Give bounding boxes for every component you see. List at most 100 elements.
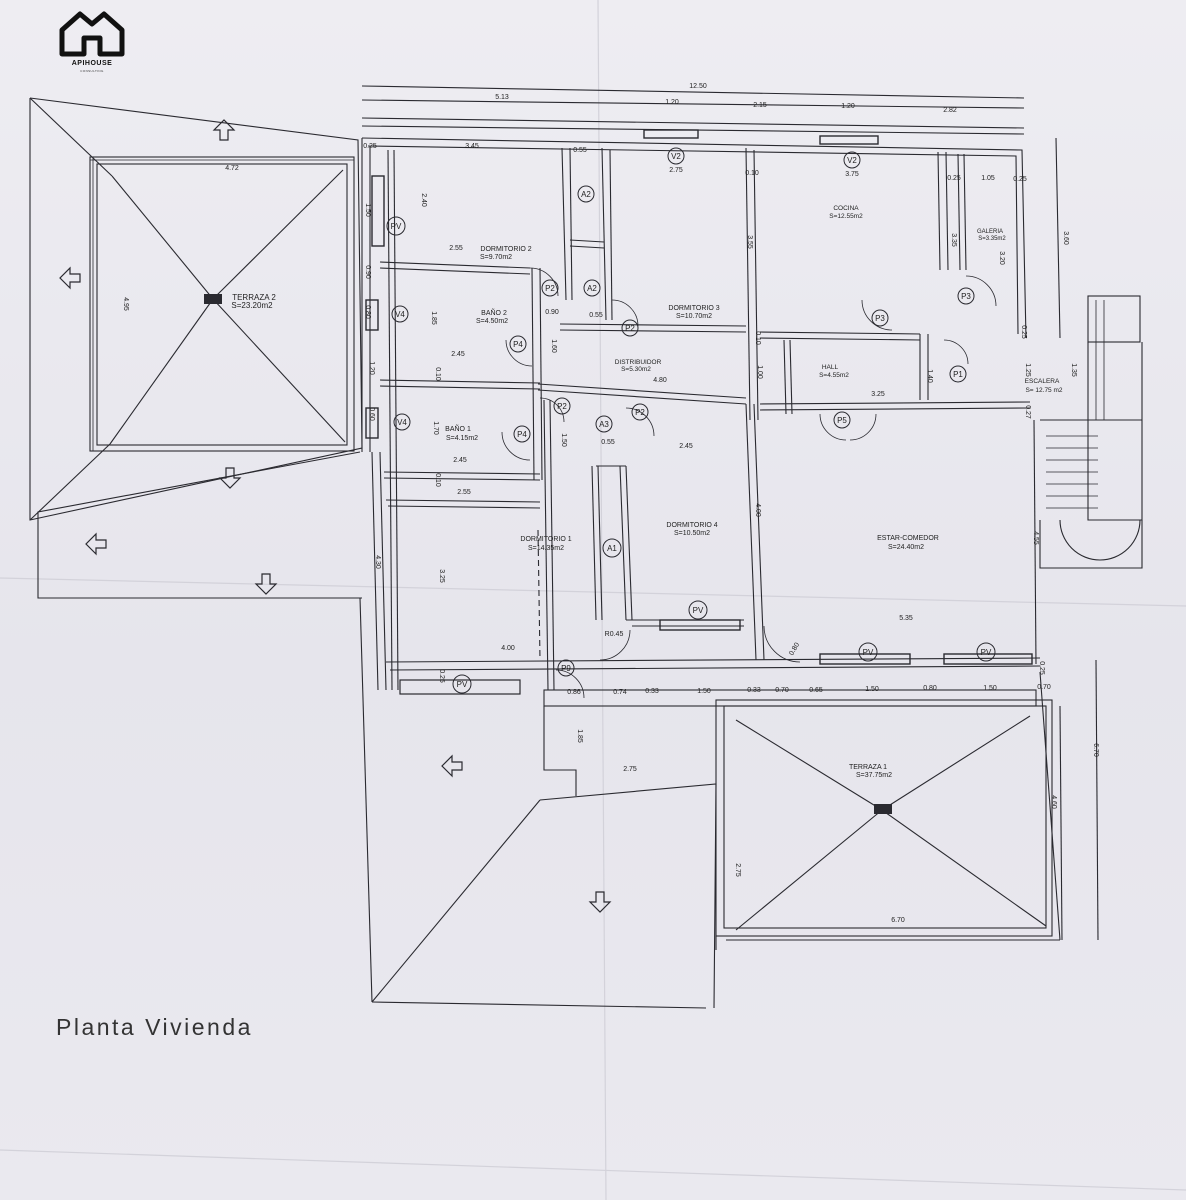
- tag-p3-label: P3: [961, 292, 971, 301]
- dimension-label: 1.50: [865, 686, 879, 693]
- tag-p4: [509, 335, 527, 353]
- dimension-label: 3.60: [1062, 231, 1069, 245]
- dimension-label: 2.45: [451, 351, 465, 358]
- dimension-label: 0.27: [1024, 405, 1031, 419]
- room-hall-area: S=4.55m2: [819, 372, 849, 379]
- dimension-label: 3.25: [438, 569, 445, 583]
- dimension-label: 0.25: [438, 669, 445, 683]
- dimension-label: 2.15: [753, 102, 767, 109]
- dimension-label: 1.60: [550, 339, 557, 353]
- tag-a2: [583, 279, 601, 297]
- tag-p2: [621, 319, 639, 337]
- dimension-label: 1.85: [430, 311, 437, 325]
- apihouse-logo: APIHOUSE CONSULTING: [50, 8, 134, 74]
- tag-v4: [393, 413, 411, 431]
- dimension-label: 6.70: [891, 917, 905, 924]
- dimension-label: 2.75: [734, 863, 741, 877]
- dimension-label: 0.90: [364, 265, 371, 279]
- dimension-label: 3.75: [845, 171, 859, 178]
- room-estar-area: S=24.40m2: [888, 544, 924, 551]
- tag-pv: [452, 674, 472, 694]
- room-dormitorio3-name: DORMITORIO 3: [668, 305, 719, 312]
- room-terraza2-area: S=23.20m2: [231, 301, 273, 310]
- tag-pv-label: PV: [457, 680, 468, 689]
- dimension-label: 2.82: [943, 107, 957, 114]
- room-terraza1-name: TERRAZA 1: [849, 764, 887, 771]
- dimension-label: 4.80: [653, 377, 667, 384]
- arrow-down-icon: [218, 467, 242, 489]
- room-bano1-name: BAÑO 1: [445, 424, 471, 433]
- room-distribuidor-name: DISTRIBUIDOR: [615, 359, 662, 366]
- dimension-label: 0.86: [567, 689, 581, 696]
- tag-pv: [386, 216, 406, 236]
- dimension-label: 0.10: [434, 473, 441, 487]
- drain-icon: [204, 294, 892, 814]
- tag-v4-label: V4: [395, 310, 405, 319]
- tag-p5: [833, 411, 851, 429]
- dimension-label: 3.35: [950, 233, 957, 247]
- arrow-down-icon: [254, 573, 278, 595]
- room-terraza2-name: TERRAZA 2: [232, 293, 276, 302]
- tag-p5-label: P5: [837, 416, 847, 425]
- room-bano1-area: S=4.15m2: [446, 435, 478, 442]
- tag-a1-label: A1: [607, 544, 617, 553]
- tag-v2-window: [667, 147, 685, 165]
- tag-p9-label: P9: [561, 664, 571, 673]
- tag-p1: [949, 365, 967, 383]
- dimension-label: 4.00: [754, 503, 761, 517]
- tag-v2-label: V2: [671, 152, 681, 161]
- tag-pv-label: PV: [693, 606, 704, 615]
- dimension-label: 4.00: [501, 645, 515, 652]
- dimension-label: 0.33: [645, 688, 659, 695]
- dimension-label: 0.70: [1037, 684, 1051, 691]
- dimension-label: 1.40: [926, 369, 933, 383]
- logo-brand: APIHOUSE: [71, 60, 113, 67]
- room-dormitorio1-name: DORMITORIO 1: [520, 536, 571, 543]
- tag-p9: [557, 659, 575, 677]
- dimension-label: 2.45: [453, 457, 467, 464]
- dimension-label: 0.74: [613, 689, 627, 696]
- room-estar-name: ESTAR-COMEDOR: [877, 535, 939, 542]
- arrow-left-icon: [59, 266, 81, 290]
- dimension-label: 2.75: [623, 766, 637, 773]
- room-hall-name: HALL: [822, 364, 839, 371]
- dimension-label: 0.80: [923, 685, 937, 692]
- dimension-label: 0.80: [788, 642, 801, 657]
- room-dormitorio2-area: S=9.70m2: [480, 254, 512, 261]
- dimension-label: 1.20: [368, 361, 375, 375]
- dimension-label: 0.25: [363, 143, 377, 150]
- arrow-left-icon: [441, 754, 463, 778]
- room-cocina-area: S=12.55m2: [829, 213, 863, 220]
- room-dormitorio1-area: S=14.35m2: [528, 545, 564, 552]
- dimension-label: 1.05: [981, 175, 995, 182]
- dimension-label: 1.50: [983, 685, 997, 692]
- tag-p2-label: P2: [545, 284, 555, 293]
- dimension-label: 1.70: [432, 421, 439, 435]
- dimension-label: 0.10: [754, 331, 761, 345]
- tag-v2-window: [843, 151, 861, 169]
- dimension-label: 1.50: [560, 433, 567, 447]
- room-galeria-name: GALERIA: [977, 229, 1003, 235]
- tag-pv-label: PV: [863, 648, 874, 657]
- dimension-label: 0.55: [601, 439, 615, 446]
- room-bano2-name: BAÑO 2: [481, 308, 507, 317]
- room-galeria-area: S=3.35m2: [978, 236, 1006, 242]
- dimension-label: 0.70: [775, 687, 789, 694]
- dimension-label: 4.95: [122, 297, 129, 311]
- dimension-label: 3.45: [465, 143, 479, 150]
- tag-p4: [513, 425, 531, 443]
- dimension-label: 2.40: [420, 193, 427, 207]
- tag-p2: [631, 403, 649, 421]
- dimension-label: 0.25: [947, 175, 961, 182]
- dimension-label: 4.55: [1032, 531, 1039, 545]
- dimension-label: 0.90: [545, 309, 559, 316]
- dimension-label: 0.25: [1020, 325, 1027, 339]
- dimension-label: 0.55: [589, 312, 603, 319]
- room-distribuidor-area: S=5.30m2: [621, 366, 651, 373]
- dimension-label: 2.55: [449, 245, 463, 252]
- tag-a2-label: A2: [587, 284, 597, 293]
- arrow-left-icon: [85, 532, 107, 556]
- dimension-label: 5.35: [899, 615, 913, 622]
- tag-p2: [553, 397, 571, 415]
